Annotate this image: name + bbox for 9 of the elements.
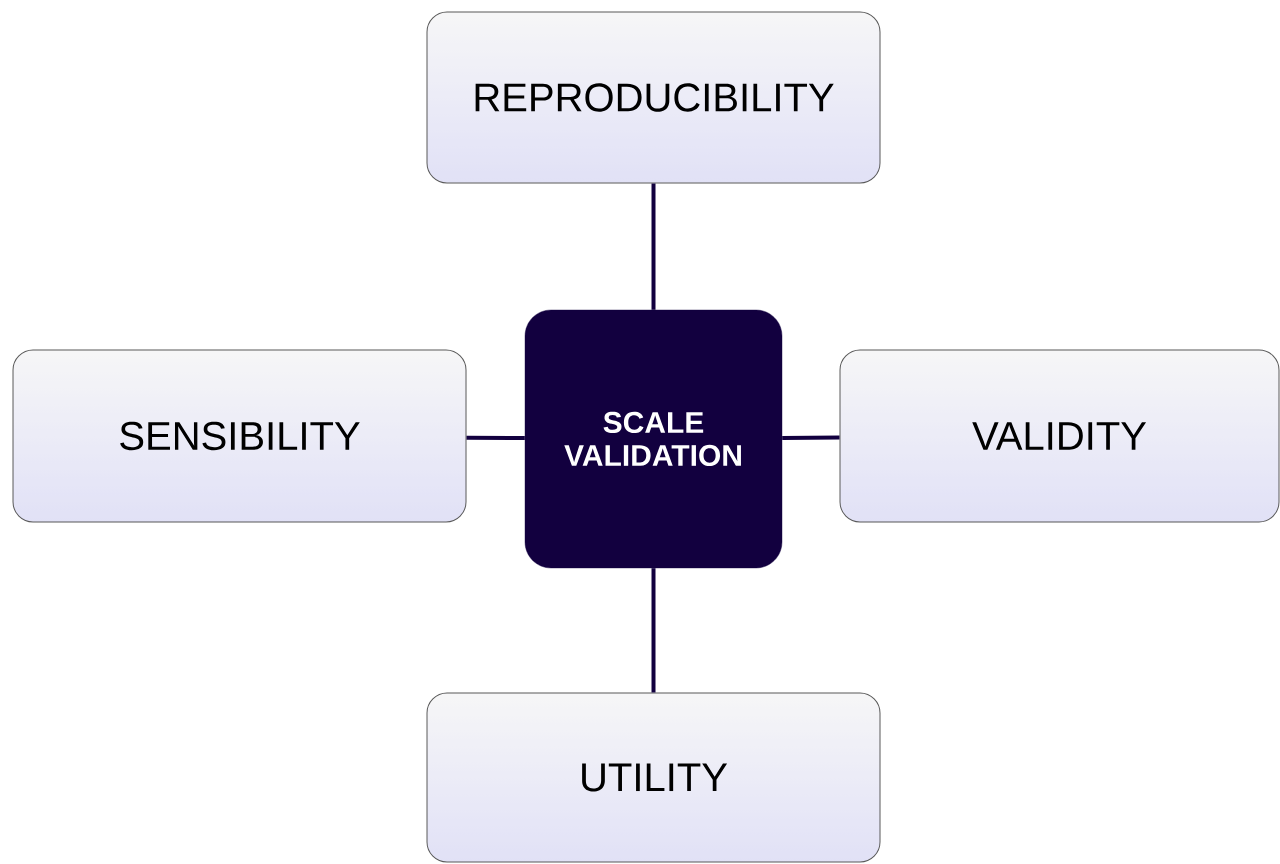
connector-line [651, 568, 656, 693]
connector-line [466, 435, 525, 441]
topic-box: UTILITY [426, 692, 881, 863]
center-box: SCALE VALIDATION [524, 309, 783, 569]
connector-line [782, 435, 840, 441]
topic-box: VALIDITY [839, 349, 1280, 523]
topic-box: SENSIBILITY [12, 349, 467, 523]
connector-line [651, 183, 656, 310]
topic-box: REPRODUCIBILITY [426, 11, 881, 184]
